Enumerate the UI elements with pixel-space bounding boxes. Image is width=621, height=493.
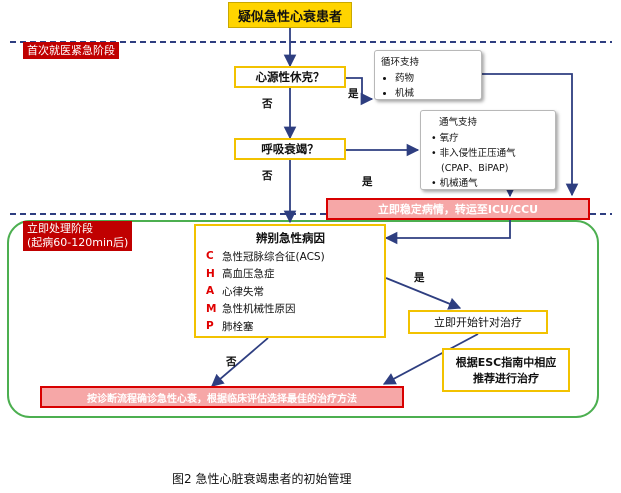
ventilation-support-box: 通气支持 • 氧疗 • 非入侵性正压通气 (CPAP、BiPAP) • 机械通气 <box>420 110 556 190</box>
yes-label-identified: 是 <box>414 272 425 284</box>
immediate-stage-frame <box>7 220 599 418</box>
circulation-support-title: 循环支持 <box>381 57 420 68</box>
targeted-therapy-box: 立即开始针对治疗 <box>408 310 548 334</box>
no-label-respiratory: 否 <box>262 170 273 182</box>
stage-tag-immediate: 立即处理阶段 (起病60-120min后) <box>23 221 133 251</box>
no-label-identified: 否 <box>226 356 237 368</box>
circulation-item: 药物 <box>395 70 475 84</box>
ventilation-item: • 氧疗 <box>431 133 459 144</box>
start-node-suspected-ahf: 疑似急性心衰患者 <box>228 2 352 28</box>
stage-tag-immediate-line1: 立即处理阶段 <box>27 222 93 235</box>
transfer-icu-ccu-bar: 立即稳定病情，转运至ICU/CCU <box>326 198 590 220</box>
stage-tag-emergency: 首次就医紧急阶段 <box>23 42 119 59</box>
yes-label-respiratory: 是 <box>362 176 373 188</box>
ventilation-item: • 非入侵性正压通气 <box>431 148 516 159</box>
circulation-item: 机械 <box>395 85 475 99</box>
yes-label-shock: 是 <box>348 88 359 100</box>
identify-cause-title: 辨别急性病因 <box>256 231 325 245</box>
diagnose-select-treatment-bar: 按诊断流程确诊急性心衰，根据临床评估选择最佳的治疗方法 <box>40 386 404 408</box>
figure-caption: 图2 急性心脏衰竭患者的初始管理 <box>172 472 352 486</box>
esc-guideline-line1: 根据ESC指南中相应 <box>455 356 557 369</box>
ventilation-item: (CPAP、BiPAP) <box>441 163 509 174</box>
ventilation-item: • 机械通气 <box>431 178 478 189</box>
question-respiratory-failure: 呼吸衰竭？ <box>234 138 346 160</box>
circulation-support-box: 循环支持 药物 机械 <box>374 50 482 100</box>
esc-guideline-line2: 推荐进行治疗 <box>473 372 539 385</box>
question-cardiogenic-shock: 心源性休克？ <box>234 66 346 88</box>
esc-guideline-box: 根据ESC指南中相应 推荐进行治疗 <box>442 348 570 392</box>
no-label-shock: 否 <box>262 98 273 110</box>
ventilation-support-title: 通气支持 <box>439 117 478 128</box>
stage-tag-immediate-line2: (起病60-120min后) <box>27 236 129 249</box>
